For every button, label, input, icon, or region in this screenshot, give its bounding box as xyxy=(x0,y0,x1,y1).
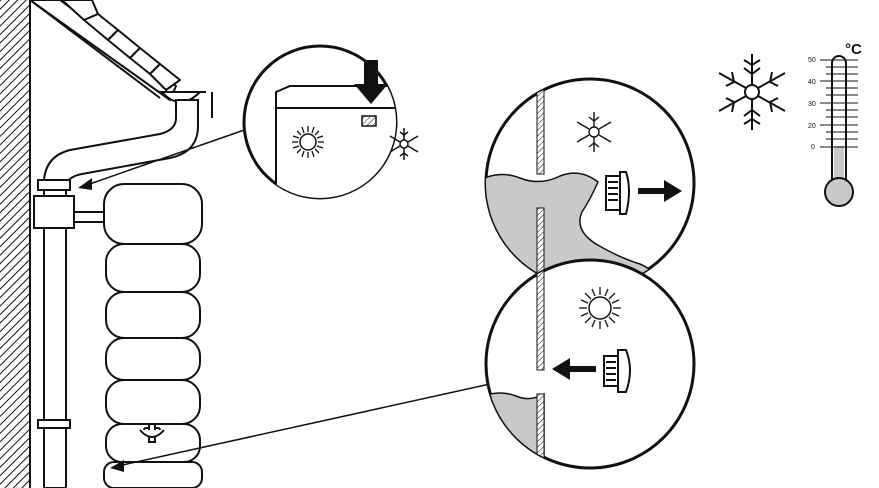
leader-line-bottom xyxy=(110,383,491,472)
arrow-left-icon xyxy=(552,358,596,380)
snowflake-icon xyxy=(718,54,786,130)
tick-label: 50 xyxy=(808,57,816,64)
arrow-down-icon xyxy=(354,60,388,104)
tick-label: 30 xyxy=(808,101,816,108)
thermometer-icon: °C 50 40 30 20 0 xyxy=(808,41,862,207)
roof xyxy=(29,0,181,101)
rain-barrel xyxy=(103,183,203,488)
tick-label: 40 xyxy=(808,79,816,86)
lid-detail-callout xyxy=(242,44,419,200)
faucet-icon xyxy=(139,423,165,443)
arrow-right-icon xyxy=(638,180,682,202)
sun-icon xyxy=(292,126,324,158)
thermometer-unit: °C xyxy=(845,41,862,58)
snowflake-icon xyxy=(576,112,612,152)
drain-plug xyxy=(605,171,630,215)
drain-plug xyxy=(603,349,631,393)
sun-icon xyxy=(579,287,621,329)
tick-label: 0 xyxy=(811,144,815,151)
summer-detail-callout xyxy=(484,258,696,470)
gutter xyxy=(158,91,213,118)
house-wall xyxy=(0,0,31,488)
winter-detail-callout xyxy=(484,77,696,289)
snowflake-icon xyxy=(389,128,419,160)
leader-line-top xyxy=(78,127,251,190)
tick-label: 20 xyxy=(808,123,816,130)
